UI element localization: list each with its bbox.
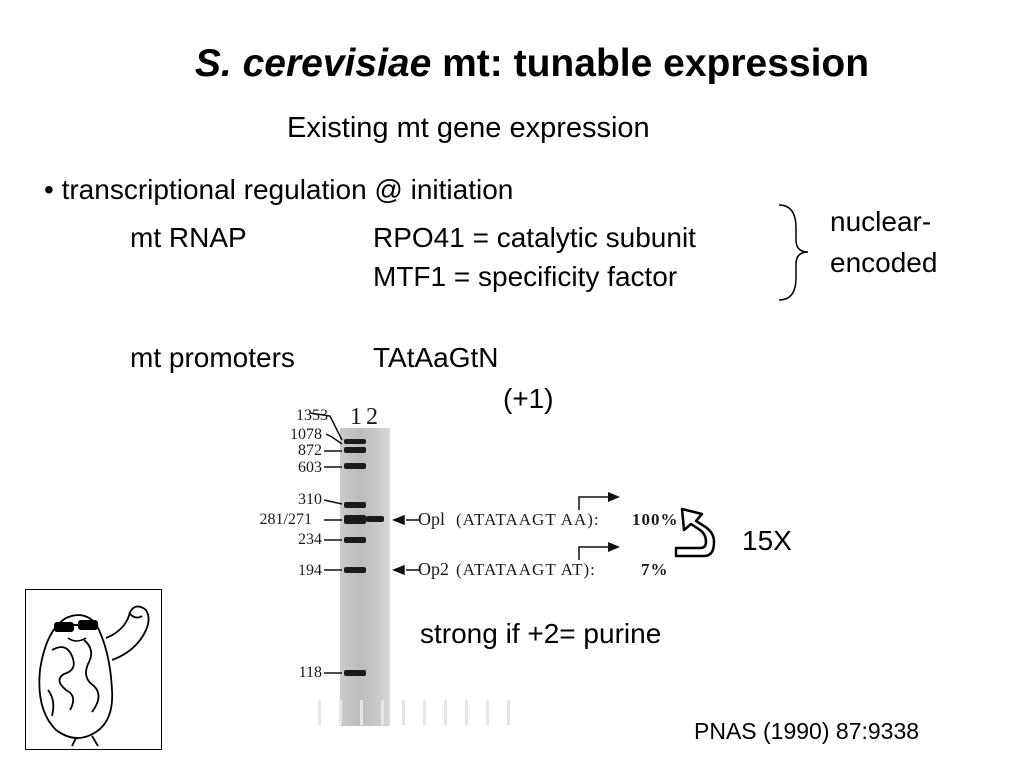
mitochondrion-cartoon [25, 589, 162, 750]
bullet-transcriptional-regulation: • transcriptional regulation @ initiatio… [44, 174, 514, 205]
marker-281-271: 281/271 [259, 511, 312, 528]
promoters-label: mt promoters [130, 342, 295, 373]
purine-note: strong if +2= purine [420, 618, 662, 649]
op1-sequence: (ATATAAGT AA): [456, 510, 600, 529]
nuclear-line-2: encoded [830, 247, 938, 278]
op1-label: Opl [418, 509, 445, 529]
gel-bands [309, 412, 620, 676]
citation: PNAS (1990) 87:9338 [694, 718, 920, 744]
marker-234: 234 [298, 531, 322, 548]
mtf1-line: MTF1 = specificity factor [373, 261, 678, 292]
plus-one-label: (+1) [503, 383, 554, 414]
title-species: S. cerevisiae [194, 42, 432, 85]
rpo41-line: RPO41 = catalytic subunit [373, 222, 696, 253]
promoter-sequence: TAtAaGtN [373, 342, 499, 373]
curly-brace [778, 204, 809, 301]
op2-sequence: (ATATAAGT AT): [456, 560, 596, 579]
op2-label: Op2 [418, 559, 449, 579]
lane-number-2: 2 [366, 404, 378, 430]
marker-1078: 1078 [290, 426, 322, 443]
page-title: S. cerevisiae mt: tunable expression [0, 42, 1024, 86]
op2-percent: 7% [641, 560, 669, 579]
lane-number-1: 1 [350, 404, 362, 430]
curved-arrow-icon [674, 507, 716, 558]
rnap-label: mt RNAP [130, 222, 247, 253]
marker-194: 194 [298, 562, 322, 579]
nuclear-line-1: nuclear- [830, 206, 932, 237]
title-rest: mt: tunable expression [431, 42, 870, 85]
gel-figure: 1 2 1353 1078 872 603 310 281/271 234 19… [260, 400, 710, 726]
op1-percent: 100% [632, 510, 679, 529]
gel-lane-strip [340, 428, 390, 726]
mitochondrion-icon [38, 605, 150, 747]
subtitle: Existing mt gene expression [287, 112, 650, 144]
marker-1353: 1353 [296, 407, 328, 424]
marker-118: 118 [298, 664, 322, 681]
marker-872: 872 [298, 442, 322, 459]
gel-faint-bottom [300, 700, 520, 725]
marker-310: 310 [298, 491, 322, 508]
fold-change-label: 15X [742, 525, 792, 556]
marker-603: 603 [298, 459, 322, 476]
